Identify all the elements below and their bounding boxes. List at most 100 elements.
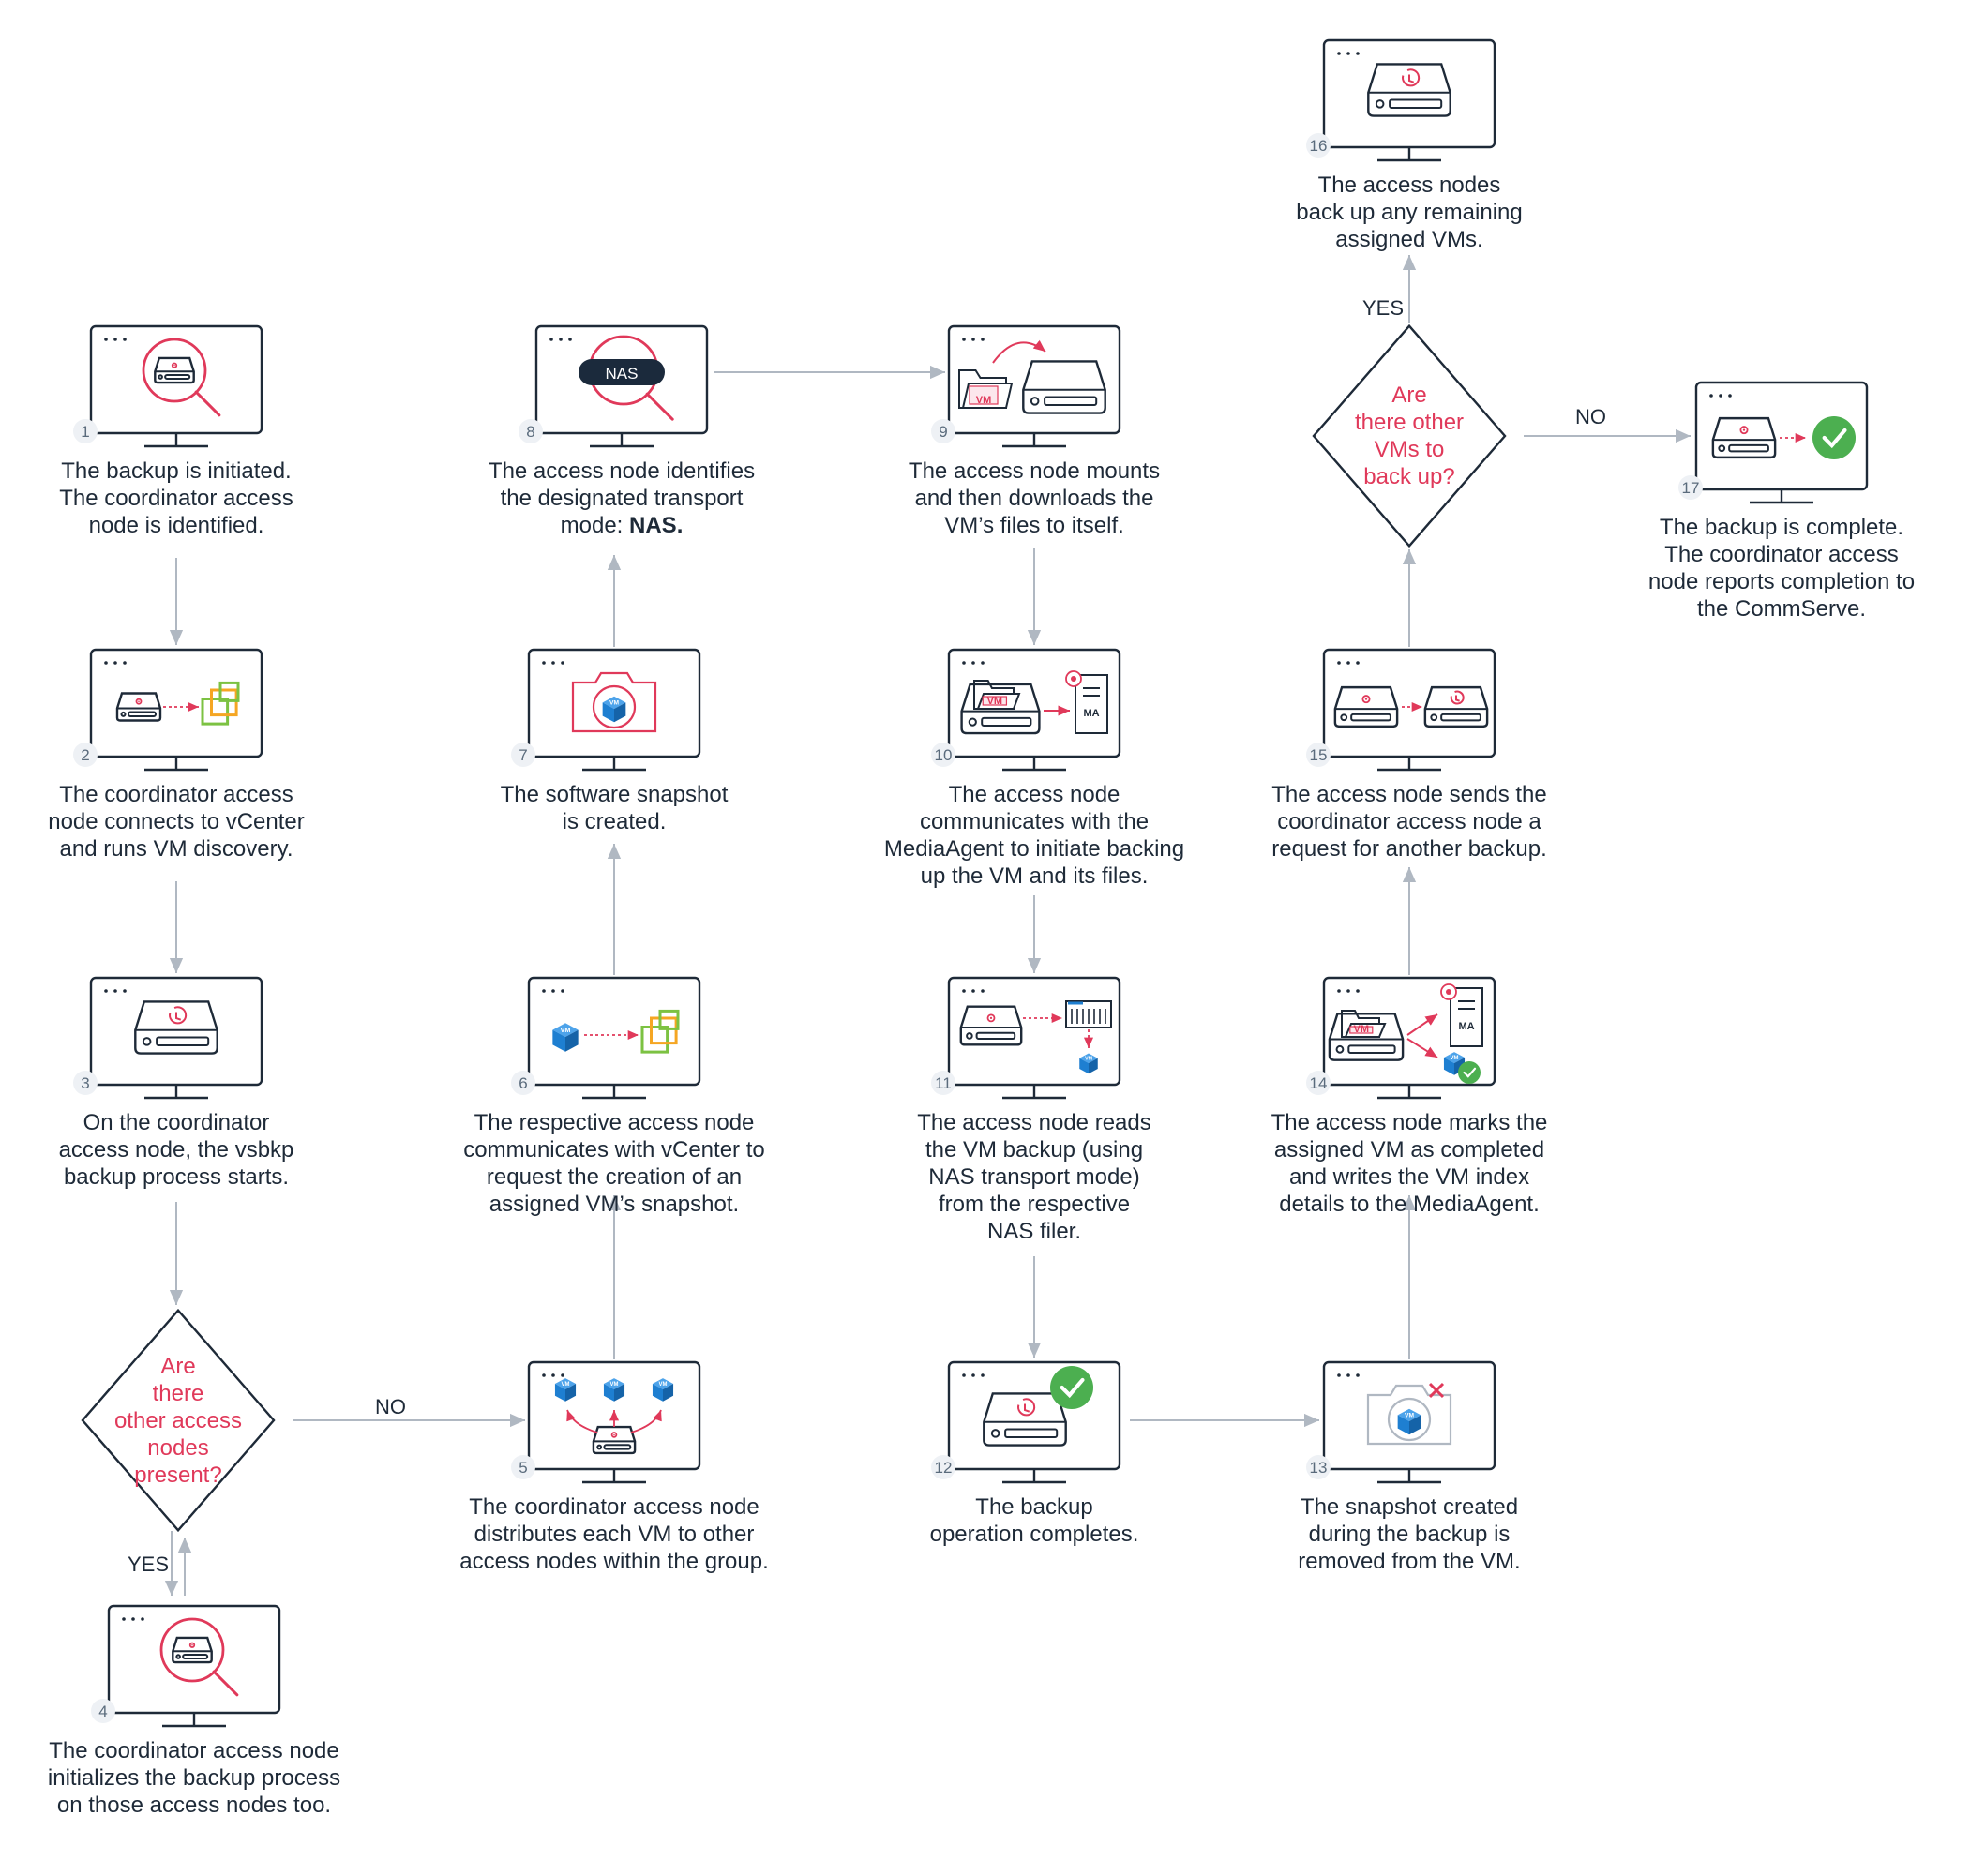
window-dot — [113, 661, 117, 665]
step-7-monitor: 7 VM — [511, 648, 701, 772]
step-number-badge — [931, 1071, 955, 1095]
step-13-monitor: 13 VM — [1306, 1360, 1496, 1484]
vm-cube-icon: VM — [603, 1378, 625, 1402]
caption-line: The access node — [948, 782, 1120, 807]
decision-other-vms — [1312, 323, 1507, 548]
step-number: 16 — [1310, 137, 1328, 155]
magnifier-server-icon — [142, 338, 221, 417]
step-number: 11 — [935, 1074, 952, 1092]
step-number: 14 — [1310, 1074, 1328, 1092]
window-dot — [971, 338, 975, 341]
vm-cube-icon: VM — [552, 1023, 579, 1052]
svg-text:VM: VM — [659, 1382, 668, 1388]
caption-line: The access node marks the — [1271, 1110, 1548, 1135]
folder-to-server-icon: VM — [958, 339, 1106, 414]
caption-line: The backup — [975, 1494, 1093, 1520]
step-17-caption: The backup is complete.The coordinator a… — [1594, 514, 1969, 623]
caption-line: access node, the vsbkp — [58, 1137, 294, 1163]
window-dot — [123, 338, 127, 341]
caption-line: NAS filer. — [986, 1219, 1082, 1244]
caption-line: removed from the VM. — [1298, 1549, 1521, 1574]
question-line: there — [152, 1380, 204, 1406]
window-dot — [971, 661, 975, 665]
window-dot — [104, 661, 108, 665]
svg-text:VM: VM — [1405, 1412, 1414, 1418]
window-dot — [1356, 989, 1360, 993]
caption-line: node is identified. — [88, 513, 264, 538]
window-dot — [962, 338, 966, 341]
question-line: back up? — [1363, 464, 1455, 489]
question-line: nodes — [147, 1434, 209, 1461]
caption-line: initializes the backup process — [47, 1765, 341, 1791]
step-number-badge — [73, 1071, 98, 1095]
caption-line: The coordinator access node — [469, 1494, 759, 1520]
server-history-icon — [134, 1000, 218, 1055]
step-number-badge — [931, 1455, 955, 1479]
caption-line: coordinator access node a — [1277, 809, 1541, 834]
nas-label: NAS — [606, 365, 639, 383]
caption-line: request for another backup. — [1271, 836, 1547, 862]
caption-line: and writes the VM index — [1288, 1164, 1530, 1190]
svg-text:VM: VM — [1451, 1056, 1459, 1061]
window-dot — [561, 1373, 564, 1377]
window-dot — [122, 1617, 126, 1621]
window-dot — [559, 338, 563, 341]
step-17-monitor: 17 — [1678, 381, 1869, 504]
svg-text:VM: VM — [1085, 1056, 1093, 1061]
edge-label-yes-vms: YES — [1362, 296, 1405, 320]
question-line: other access — [113, 1407, 243, 1433]
window-dot — [962, 1373, 966, 1377]
edge-label-yes-nodes: YES — [128, 1553, 170, 1576]
caption-line: VM’s files to itself. — [944, 513, 1124, 538]
svg-text:VM: VM — [609, 699, 619, 706]
step-number: 13 — [1310, 1459, 1328, 1477]
step-3-monitor: 3 — [73, 976, 263, 1100]
caption-line: from the respective — [938, 1192, 1131, 1217]
caption-line: and runs VM discovery. — [59, 836, 293, 862]
step-number-badge — [511, 1071, 535, 1095]
window-dot — [981, 661, 985, 665]
caption-line: MediaAgent to initiate backing — [883, 836, 1185, 862]
caption-line: assigned VM’s snapshot. — [489, 1192, 740, 1217]
svg-text:VM: VM — [610, 1382, 619, 1388]
caption-line: node connects to vCenter — [48, 809, 305, 834]
remove-x-icon — [1428, 1382, 1445, 1399]
step-number: 1 — [81, 423, 89, 441]
svg-text:VM: VM — [976, 395, 992, 406]
window-dot — [981, 989, 985, 993]
caption-line: backup process starts. — [63, 1164, 290, 1190]
step-number-badge — [1306, 1455, 1331, 1479]
caption-line: The snapshot created — [1300, 1494, 1519, 1520]
caption-line: and then downloads the — [914, 486, 1154, 511]
step-number-badge — [1306, 1071, 1331, 1095]
server-history-icon — [1367, 63, 1451, 117]
svg-text:MA: MA — [1083, 708, 1099, 719]
caption-line: operation completes. — [929, 1522, 1139, 1547]
caption-line: assigned VMs. — [1335, 227, 1483, 252]
caption-line: details to the MediaAgent. — [1279, 1192, 1540, 1217]
step-number: 7 — [519, 746, 527, 764]
caption-line: The backup is initiated. — [61, 458, 292, 484]
step-15-monitor: 15 — [1306, 648, 1496, 772]
caption-line: assigned VM as completed — [1273, 1137, 1545, 1163]
caption-line: up the VM and its files. — [920, 863, 1149, 889]
step-number: 12 — [935, 1459, 953, 1477]
question-line: present? — [134, 1462, 222, 1488]
caption-line: communicates with vCenter to — [463, 1137, 765, 1163]
caption-line: on those access nodes too. — [56, 1793, 332, 1818]
step-number: 6 — [519, 1074, 527, 1092]
step-number: 4 — [98, 1703, 107, 1720]
vm-cube-icon: VM — [1079, 1053, 1098, 1074]
